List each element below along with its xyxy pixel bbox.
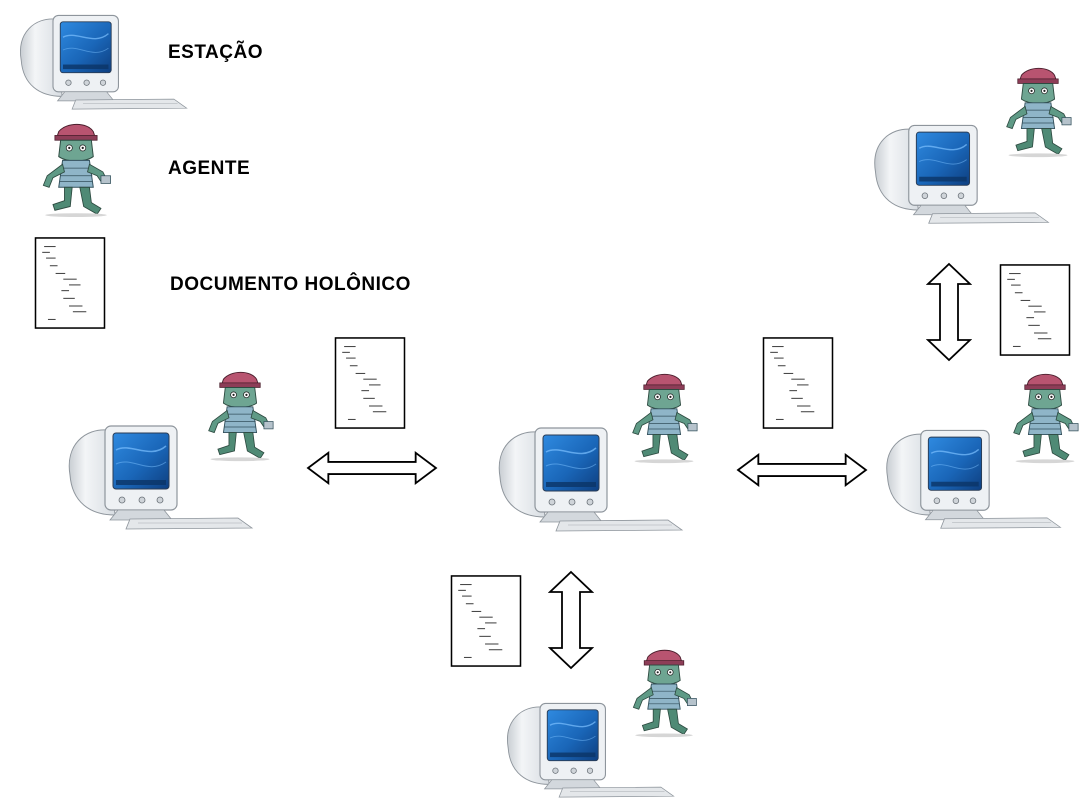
- document-icon: [997, 264, 1073, 356]
- agent-robot-icon: [624, 648, 704, 738]
- station-center: [490, 372, 720, 532]
- document-icon: [760, 337, 836, 429]
- double-arrow-icon: [736, 452, 868, 488]
- document-icon: [332, 337, 408, 429]
- station-top-right: [866, 66, 1082, 226]
- agent-robot-icon: [1008, 372, 1082, 464]
- document-icon: [32, 237, 108, 329]
- station-bottom: [490, 648, 720, 800]
- double-arrow-icon: [926, 262, 972, 362]
- document-icon: [448, 575, 524, 667]
- agent-robot-icon: [622, 372, 706, 464]
- legend: ESTAÇÃO AGENTE DOCUMENTO HOLÔNICO: [0, 0, 540, 340]
- double-arrow-icon: [306, 450, 438, 486]
- double-arrow-icon: [548, 570, 594, 670]
- legend-agent-label: AGENTE: [168, 158, 251, 179]
- station-left: [60, 370, 300, 530]
- legend-station-label: ESTAÇÃO: [168, 42, 263, 63]
- station-right: [878, 372, 1082, 532]
- agent-robot-icon: [34, 122, 118, 218]
- legend-document-label: DOCUMENTO HOLÔNICO: [170, 274, 411, 295]
- agent-robot-icon: [198, 370, 282, 462]
- agent-robot-icon: [996, 66, 1080, 158]
